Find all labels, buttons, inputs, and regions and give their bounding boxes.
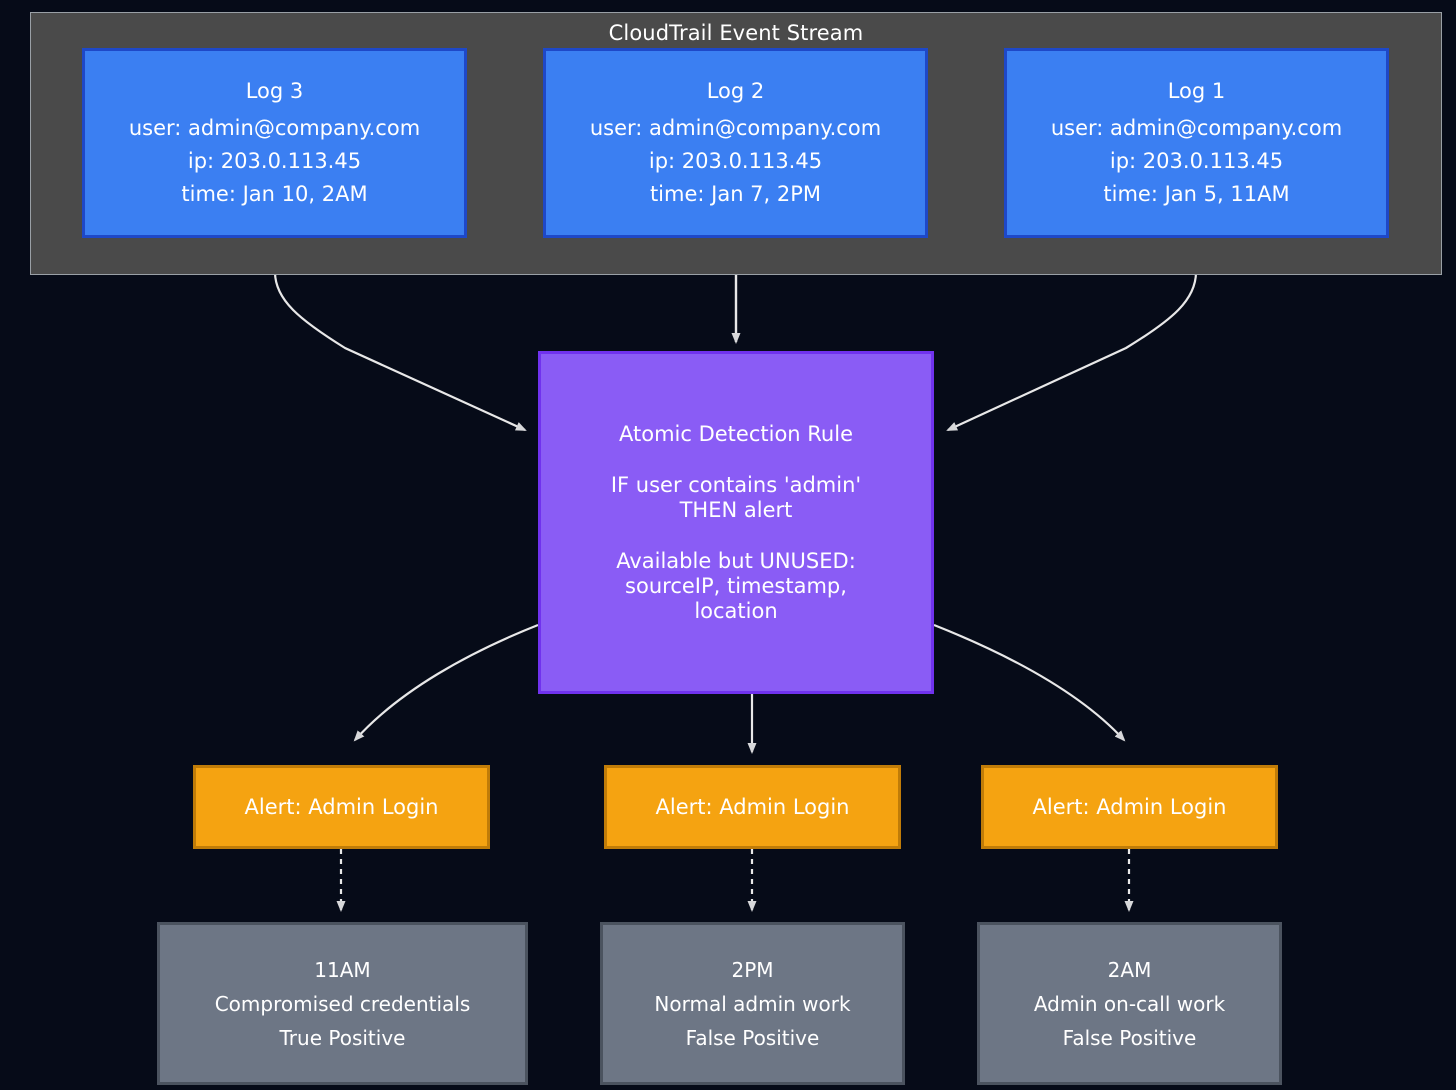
rule-title: Atomic Detection Rule [619, 421, 853, 446]
outcome-node-left-verdict: True Positive [279, 1025, 406, 1050]
outcome-node-left-time: 11AM [314, 957, 371, 982]
alert-node-center[interactable]: Alert: Admin Login [604, 765, 901, 849]
edge-rule-to-alert-left [353, 623, 539, 742]
alert-node-left[interactable]: Alert: Admin Login [193, 765, 490, 849]
outcome-node-right-description: Admin on-call work [1033, 991, 1226, 1016]
alert-node-right-label: Alert: Admin Login [1032, 794, 1227, 819]
subgraph-title: CloudTrail Event Stream [608, 21, 864, 45]
log-node-3-ip: ip: 203.0.113.45 [187, 149, 362, 173]
log-node-2-ip: ip: 203.0.113.45 [648, 149, 823, 173]
outcome-node-right-time: 2AM [1107, 957, 1152, 982]
edge-rule-to-alert-right [933, 623, 1126, 742]
log-node-1-user: user: admin@company.com [1050, 116, 1343, 140]
log-node-1[interactable]: Log 1 user: admin@company.com ip: 203.0.… [1004, 48, 1389, 238]
alert-node-left-label: Alert: Admin Login [244, 794, 439, 819]
rule-condition: IF user contains 'admin' [610, 472, 862, 497]
log-node-3-user: user: admin@company.com [128, 116, 421, 140]
rule-unused-fields-line-1: sourceIP, timestamp, [625, 573, 847, 598]
rule-unused-header: Available but UNUSED: [616, 548, 856, 573]
outcome-node-center[interactable]: 2PM Normal admin work False Positive [600, 922, 905, 1085]
log-node-2[interactable]: Log 2 user: admin@company.com ip: 203.0.… [543, 48, 928, 238]
alert-node-right[interactable]: Alert: Admin Login [981, 765, 1278, 849]
rule-action: THEN alert [679, 497, 793, 522]
log-node-1-time: time: Jan 5, 11AM [1103, 182, 1290, 206]
log-node-2-title: Log 2 [706, 79, 765, 103]
log-node-1-ip: ip: 203.0.113.45 [1109, 149, 1284, 173]
outcome-node-center-time: 2PM [731, 957, 774, 982]
outcome-node-center-description: Normal admin work [654, 991, 851, 1016]
log-node-3-title: Log 3 [245, 79, 304, 103]
outcome-node-right[interactable]: 2AM Admin on-call work False Positive [977, 922, 1282, 1085]
log-node-3-time: time: Jan 10, 2AM [181, 182, 368, 206]
alert-node-center-label: Alert: Admin Login [655, 794, 850, 819]
outcome-node-right-verdict: False Positive [1062, 1025, 1197, 1050]
outcome-node-left[interactable]: 11AM Compromised credentials True Positi… [157, 922, 528, 1085]
log-node-2-time: time: Jan 7, 2PM [649, 182, 822, 206]
rule-unused-fields-line-2: location [694, 598, 778, 623]
log-node-1-title: Log 1 [1167, 79, 1226, 103]
atomic-detection-rule-node[interactable]: Atomic Detection Rule IF user contains '… [538, 351, 934, 694]
outcome-node-center-verdict: False Positive [685, 1025, 820, 1050]
log-node-3[interactable]: Log 3 user: admin@company.com ip: 203.0.… [82, 48, 467, 238]
log-node-2-user: user: admin@company.com [589, 116, 882, 140]
outcome-node-left-description: Compromised credentials [214, 991, 471, 1016]
